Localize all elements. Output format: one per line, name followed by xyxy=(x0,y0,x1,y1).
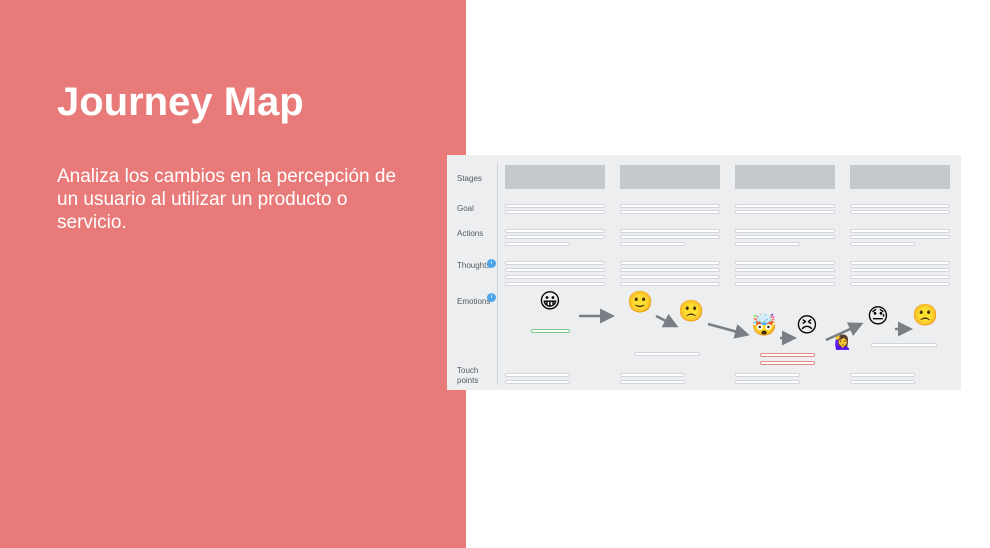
exploding-head-icon: 🤯 xyxy=(751,314,778,337)
row-label-touch-1: Touch xyxy=(457,366,479,375)
left-panel xyxy=(0,0,466,548)
placeholder-bar xyxy=(735,229,835,233)
smiling-face-icon: 🙂 xyxy=(627,291,654,314)
emotion-bar-negative-2 xyxy=(760,361,815,365)
stage-box-4 xyxy=(850,165,950,189)
placeholder-bar xyxy=(850,268,950,272)
row-label-thoughts: Thoughts xyxy=(457,261,491,270)
placeholder-bar xyxy=(735,380,800,384)
placeholder-bar xyxy=(505,275,605,279)
downcast-sweat-face-icon: 😓 xyxy=(867,305,889,328)
person-raising-hand-icon: 🙋‍♀️ xyxy=(834,334,852,350)
persevering-face-icon: 😣 xyxy=(796,314,818,337)
stage-box-1 xyxy=(505,165,605,189)
placeholder-bar xyxy=(850,235,950,239)
placeholder-bar xyxy=(850,242,915,246)
thoughts-info-icon[interactable]: i xyxy=(487,259,496,268)
placeholder-bar xyxy=(850,204,950,208)
placeholder-bar xyxy=(735,204,835,208)
placeholder-bar xyxy=(620,268,720,272)
placeholder-bar xyxy=(620,261,720,265)
placeholder-bar xyxy=(620,242,685,246)
row-label-touch-2: points xyxy=(457,376,479,385)
placeholder-bar xyxy=(850,373,915,377)
placeholder-bar xyxy=(505,380,570,384)
emotions-info-icon[interactable]: i xyxy=(487,293,496,302)
placeholder-bar xyxy=(735,210,835,214)
placeholder-bar xyxy=(505,282,605,286)
row-label-emotions: Emotions xyxy=(457,297,491,306)
slide-title: Journey Map xyxy=(57,80,304,124)
placeholder-bar xyxy=(620,210,720,214)
placeholder-bar xyxy=(505,261,605,265)
placeholder-bar xyxy=(735,261,835,265)
placeholder-bar xyxy=(505,204,605,208)
grinning-face-icon: 😀 xyxy=(539,290,561,313)
placeholder-bar xyxy=(850,282,950,286)
placeholder-bar xyxy=(735,373,800,377)
placeholder-bar xyxy=(850,380,915,384)
placeholder-bar xyxy=(505,268,605,272)
placeholder-bar xyxy=(620,380,685,384)
placeholder-bar xyxy=(620,275,720,279)
placeholder-bar xyxy=(505,229,605,233)
emotion-bar-neutral xyxy=(634,352,700,356)
emotion-bar-end xyxy=(871,343,937,347)
emotion-bar-positive xyxy=(531,329,570,333)
frowning-face-end-icon: 🙁 xyxy=(912,304,939,327)
placeholder-bar xyxy=(620,204,720,208)
placeholder-bar xyxy=(620,282,720,286)
placeholder-bar xyxy=(735,282,835,286)
placeholder-bar xyxy=(505,373,570,377)
stage-box-2 xyxy=(620,165,720,189)
placeholder-bar xyxy=(620,373,685,377)
slide-description: Analiza los cambios en la percepción de … xyxy=(57,166,397,233)
row-label-stages: Stages xyxy=(457,174,482,183)
placeholder-bar xyxy=(850,261,950,265)
row-label-goal: Goal xyxy=(457,204,474,213)
placeholder-bar xyxy=(505,210,605,214)
map-divider xyxy=(497,163,498,385)
journey-map-card: Stages Goal Actions Thoughts Emotions To… xyxy=(447,155,961,390)
emotion-bar-negative-1 xyxy=(760,353,815,357)
placeholder-bar xyxy=(505,235,605,239)
placeholder-bar xyxy=(850,229,950,233)
row-label-actions: Actions xyxy=(457,229,484,238)
placeholder-bar xyxy=(735,268,835,272)
placeholder-bar xyxy=(735,275,835,279)
frowning-face-icon: 🙁 xyxy=(678,300,705,323)
placeholder-bar xyxy=(735,242,800,246)
placeholder-bar xyxy=(620,229,720,233)
placeholder-bar xyxy=(735,235,835,239)
placeholder-bar xyxy=(850,210,950,214)
placeholder-bar xyxy=(850,275,950,279)
stage-box-3 xyxy=(735,165,835,189)
placeholder-bar xyxy=(620,235,720,239)
placeholder-bar xyxy=(505,242,570,246)
